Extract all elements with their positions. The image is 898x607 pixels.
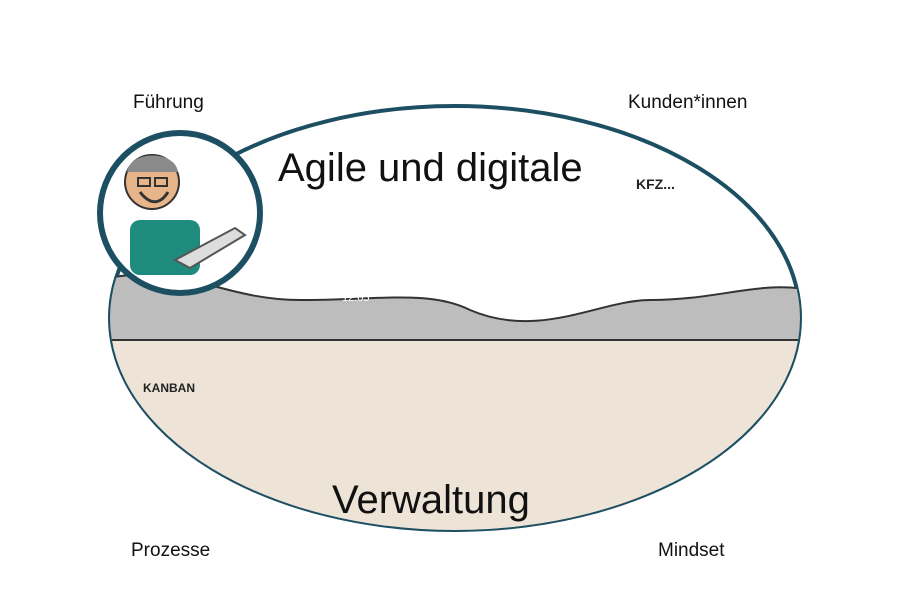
ground-hills: [110, 273, 800, 341]
title-bottom: Verwaltung: [332, 478, 530, 522]
person-hair: [127, 155, 178, 172]
label-prozesse: Prozesse: [131, 540, 211, 561]
title-top: Agile und digitale: [278, 146, 583, 190]
kanban-label: KANBAN: [143, 381, 195, 395]
label-fuehrung: Führung: [133, 92, 204, 113]
clock-text: 12:05: [342, 292, 370, 304]
speech-bubble-text: KFZ...: [636, 176, 675, 192]
central-ellipse: [108, 104, 802, 532]
laptop: [172, 226, 247, 270]
label-kunden: Kunden*innen: [628, 92, 748, 113]
label-mindset: Mindset: [658, 540, 725, 561]
circle-fuehrung: [97, 130, 263, 296]
